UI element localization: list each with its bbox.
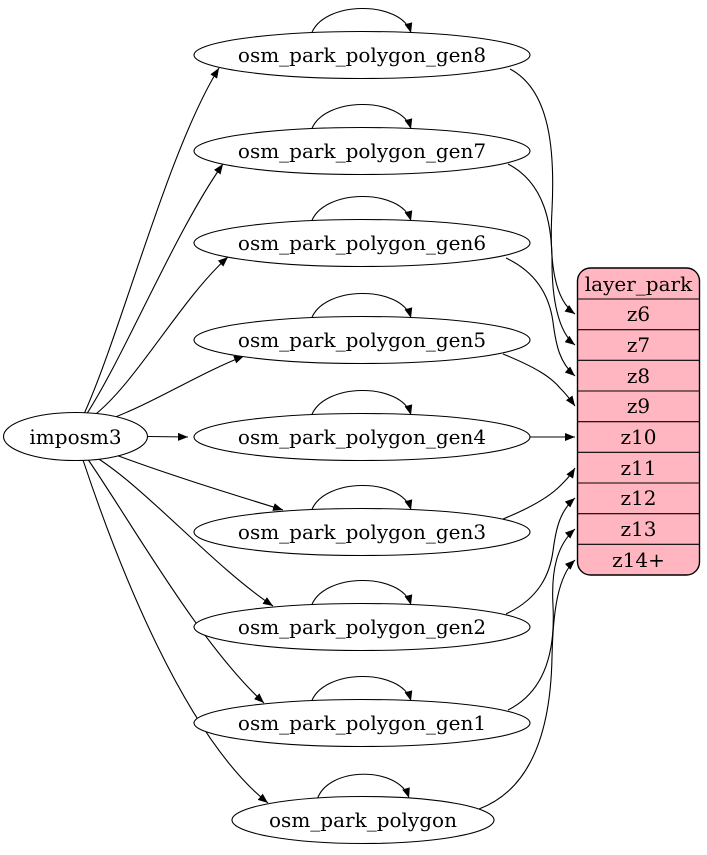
edge-imposm3-to-gen8 <box>83 67 220 415</box>
self-loop-gen7 <box>310 104 413 132</box>
node-osm-park-polygon-gen8: osm_park_polygon_gen8 <box>193 30 531 80</box>
node-ellipse <box>2 411 149 462</box>
table-row-z10: z10 <box>621 425 657 449</box>
node-osm-park-polygon: osm_park_polygon <box>231 795 495 845</box>
node-label: osm_park_polygon_gen5 <box>238 328 486 352</box>
table-row-z11: z11 <box>621 456 657 480</box>
self-loop-gen3 <box>310 485 413 513</box>
node-ellipse <box>231 795 495 845</box>
node-osm-park-polygon-gen5: osm_park_polygon_gen5 <box>193 315 531 365</box>
edge-imposm3-to-gen4 <box>147 432 189 441</box>
node-ellipse <box>193 126 531 176</box>
edges-from-source <box>82 67 284 804</box>
table-row-z6: z6 <box>627 302 650 326</box>
edge-imposm3-to-polygon <box>82 459 269 804</box>
node-ellipse <box>193 602 531 652</box>
edge-gen3-to-z11 <box>502 467 576 520</box>
self-loop-polygon <box>316 773 410 801</box>
node-label: osm_park_polygon_gen6 <box>238 231 486 255</box>
node-ellipse <box>193 412 531 462</box>
self-loop-gen8 <box>310 8 413 36</box>
self-loop-gen2 <box>310 580 413 608</box>
edge-gen1-to-z13 <box>507 528 576 711</box>
node-label: osm_park_polygon_gen7 <box>238 139 486 163</box>
self-loop-gen4 <box>310 390 413 418</box>
edge-gen7-to-z7 <box>507 163 576 346</box>
self-loop-gen5 <box>310 293 413 321</box>
table-row-z13: z13 <box>621 517 657 541</box>
edge-imposm3-to-gen5 <box>104 355 245 422</box>
edge-imposm3-to-gen3 <box>107 451 284 511</box>
self-loop-gen1 <box>310 676 413 704</box>
edge-gen8-to-z6 <box>509 68 576 315</box>
node-label: osm_park_polygon_gen1 <box>238 711 486 735</box>
edge-gen6-to-z8 <box>505 257 576 377</box>
table-row-z8: z8 <box>627 364 650 388</box>
node-label: osm_park_polygon_gen4 <box>238 425 486 449</box>
node-ellipse <box>193 30 531 80</box>
edges-to-layer <box>478 68 576 810</box>
node-osm-park-polygon-gen1: osm_park_polygon_gen1 <box>193 698 531 748</box>
edge-gen5-to-z9 <box>502 353 576 407</box>
edge-imposm3-to-gen1 <box>86 457 265 704</box>
edge-gen2-to-z12 <box>505 497 576 615</box>
node-osm-park-polygon-gen4: osm_park_polygon_gen4 <box>193 412 531 462</box>
table-row-z9: z9 <box>627 394 650 418</box>
node-label: osm_park_polygon <box>269 808 457 832</box>
node-osm-park-polygon-gen2: osm_park_polygon_gen2 <box>193 602 531 652</box>
node-label: osm_park_polygon_gen3 <box>238 520 486 544</box>
edge-imposm3-to-gen7 <box>85 163 224 416</box>
edge-imposm3-to-gen6 <box>91 256 229 418</box>
node-imposm3: imposm3 <box>2 411 149 462</box>
node-label: imposm3 <box>29 425 121 449</box>
node-ellipse <box>193 218 531 268</box>
table-row-z14: z14+ <box>612 548 665 572</box>
table-row-z7: z7 <box>627 333 650 357</box>
node-ellipse <box>193 507 531 557</box>
node-osm-park-polygon-gen7: osm_park_polygon_gen7 <box>193 126 531 176</box>
node-ellipse <box>193 698 531 748</box>
table-header: layer_park <box>585 272 693 296</box>
layer-park-table: layer_park z6 z7 z8 z9 z10 z11 z12 z13 z… <box>576 267 701 576</box>
node-label: osm_park_polygon_gen2 <box>238 615 486 639</box>
node-osm-park-polygon-gen6: osm_park_polygon_gen6 <box>193 218 531 268</box>
edge-polygon-to-z14 <box>478 559 576 810</box>
node-label: osm_park_polygon_gen8 <box>238 43 486 67</box>
node-ellipse <box>193 315 531 365</box>
node-osm-park-polygon-gen3: osm_park_polygon_gen3 <box>193 507 531 557</box>
edge-imposm3-to-gen2 <box>93 455 274 607</box>
table-row-z12: z12 <box>621 486 657 510</box>
self-loops <box>310 8 413 801</box>
self-loop-gen6 <box>310 196 413 224</box>
